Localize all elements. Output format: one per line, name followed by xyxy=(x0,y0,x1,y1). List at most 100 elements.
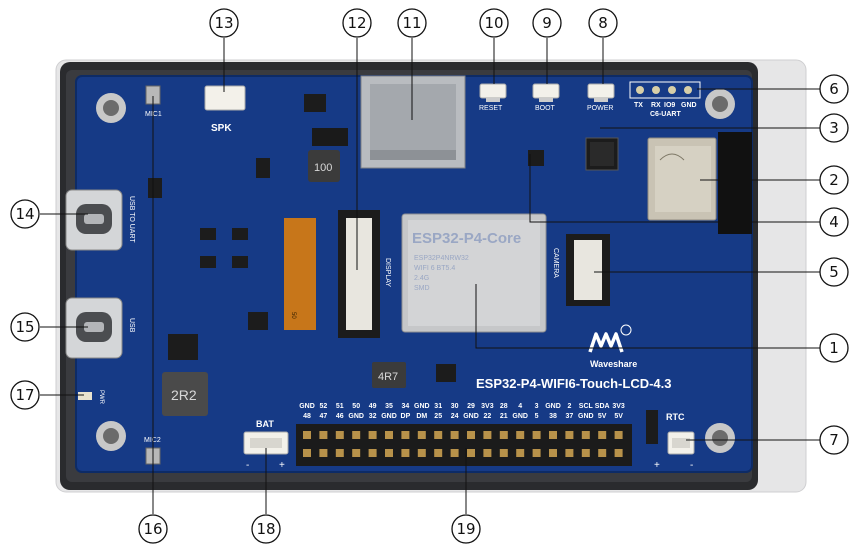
header-top-label: GND xyxy=(299,403,315,410)
header-pin xyxy=(352,449,361,457)
callout-13: 13 xyxy=(209,8,239,38)
boot-button xyxy=(532,83,560,102)
header-top-label: 51 xyxy=(336,403,344,410)
header-top-label: 35 xyxy=(385,403,393,410)
header-bottom-label: 32 xyxy=(369,413,377,420)
header-pin xyxy=(417,449,426,457)
svg-text:2.4G: 2.4G xyxy=(414,275,429,282)
callout-5: 5 xyxy=(819,257,849,287)
usb-port xyxy=(65,297,123,359)
header-bottom-label: 37 xyxy=(566,413,574,420)
reset-label: RESET xyxy=(479,105,503,112)
callout-4: 4 xyxy=(819,207,849,237)
power-label: POWER xyxy=(587,105,613,112)
callout-18: 18 xyxy=(251,514,281,544)
mounting-holes xyxy=(96,89,735,453)
header-pin xyxy=(483,431,492,439)
header-pin xyxy=(450,449,459,457)
display-fpc-cable xyxy=(284,218,316,330)
header-pin xyxy=(368,449,377,457)
header-pin xyxy=(549,449,557,457)
header-pin xyxy=(335,431,344,439)
header-top-label: 29 xyxy=(467,403,475,410)
header-pin xyxy=(516,449,525,457)
callout-12: 12 xyxy=(342,8,372,38)
display-label: DISPLAY xyxy=(384,258,391,287)
boot-label: BOOT xyxy=(535,105,556,112)
uart-pin-labels: TX RX IO9 GND xyxy=(634,102,697,109)
callout-label: 17 xyxy=(15,386,34,404)
header-pin xyxy=(368,431,377,439)
header-top-label: SDA xyxy=(595,403,610,410)
header-top-label: 28 xyxy=(500,403,508,410)
callout-leaders xyxy=(40,38,820,514)
header-bottom-label: 5V xyxy=(614,413,623,420)
waveshare-logo xyxy=(588,324,632,353)
usb-to-uart-port xyxy=(65,189,123,251)
inductor-2r2 xyxy=(162,372,208,416)
header-pin xyxy=(352,431,361,439)
callout-label: 19 xyxy=(456,520,475,538)
header-top-label: 50 xyxy=(352,403,360,410)
callout-17: 17 xyxy=(10,380,40,410)
svg-text:WIFI 6 BT5.4: WIFI 6 BT5.4 xyxy=(414,265,455,272)
header-bottom-label: 47 xyxy=(320,413,328,420)
callout-label: 4 xyxy=(829,213,839,231)
callout-6: 6 xyxy=(819,74,849,104)
header-top-label: GND xyxy=(545,403,561,410)
header-pin xyxy=(467,449,475,457)
header-top-label: 49 xyxy=(369,403,377,410)
callout-label: 3 xyxy=(829,119,839,137)
callout-3: 3 xyxy=(819,113,849,143)
esp32-p4-core-module xyxy=(401,213,547,333)
callout-15: 15 xyxy=(10,312,40,342)
header-pin xyxy=(614,449,623,457)
module-sub-labels: ESP32P4NRW32 WIFI 6 BT5.4 2.4G SMD xyxy=(414,255,469,292)
callout-2: 2 xyxy=(819,165,849,195)
inductor-4r7 xyxy=(372,362,406,388)
rtc-connector xyxy=(667,431,695,455)
camera-connector xyxy=(566,234,610,306)
header-bottom-label: DM xyxy=(416,413,427,420)
gpio-header xyxy=(296,424,632,466)
header-pin xyxy=(532,449,541,457)
header-top-label: GND xyxy=(414,403,430,410)
header-top-label: 30 xyxy=(451,403,459,410)
header-pin xyxy=(581,449,590,457)
svg-text:RX: RX xyxy=(651,102,661,109)
callout-11: 11 xyxy=(397,8,427,38)
callout-14: 14 xyxy=(10,199,40,229)
header-pin xyxy=(434,449,443,457)
mic2-label: MIC2 xyxy=(144,437,161,444)
header-top-label: 31 xyxy=(434,403,442,410)
pwr-led xyxy=(78,392,92,400)
rtc-minus: - xyxy=(690,460,693,471)
header-pin xyxy=(483,449,492,457)
header-bottom-label: 46 xyxy=(336,413,344,420)
header-bottom-label: GND xyxy=(512,413,528,420)
sd-card-slot xyxy=(360,75,466,169)
header-pin xyxy=(385,449,393,457)
c6-uart-header xyxy=(629,81,701,99)
inductor-100 xyxy=(308,150,340,182)
callout-label: 5 xyxy=(829,263,839,281)
callout-label: 8 xyxy=(598,14,608,32)
spk-label: SPK xyxy=(211,123,232,134)
smd-chips xyxy=(148,94,544,382)
callout-label: 1 xyxy=(829,339,839,357)
brand-label: Waveshare xyxy=(590,359,637,369)
header-pin xyxy=(499,431,508,439)
header-pin xyxy=(614,431,623,439)
header-bottom-label: 25 xyxy=(434,413,442,420)
reset-button xyxy=(479,83,507,102)
fpc-label: 50 xyxy=(290,312,296,319)
header-bottom-label: GND xyxy=(348,413,364,420)
header-top-label: 4 xyxy=(518,403,522,410)
wifi-module xyxy=(647,137,717,221)
header-pin xyxy=(499,449,508,457)
inductor-4r7-label: 4R7 xyxy=(378,371,398,383)
c6-uart-label: C6-UART xyxy=(650,111,681,118)
